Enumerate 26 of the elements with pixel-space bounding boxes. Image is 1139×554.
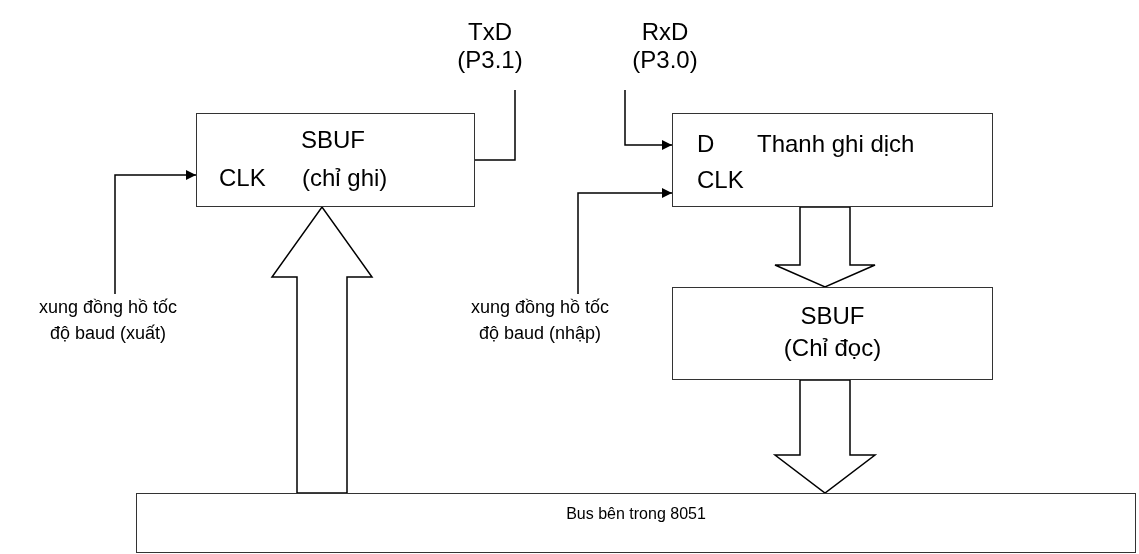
label-text: CLK xyxy=(219,164,266,192)
arrow xyxy=(114,170,197,295)
register-box xyxy=(672,287,993,380)
arrow xyxy=(577,188,673,295)
register-box xyxy=(672,113,993,207)
label-text: (chỉ ghi) xyxy=(302,164,388,192)
label-text: SBUF xyxy=(301,126,365,154)
label-text: (Chỉ đọc) xyxy=(782,333,883,363)
label-text: xung đồng hồ tốc độ baud (nhập) xyxy=(469,296,611,345)
block-arrow xyxy=(270,205,374,494)
label-text: SBUF xyxy=(799,301,866,331)
label-text: RxD xyxy=(640,18,690,46)
label-text: Bus bên trong 8051 xyxy=(565,504,707,524)
label-text: CLK xyxy=(697,166,744,194)
register-box xyxy=(196,113,475,207)
connector-line xyxy=(474,89,516,161)
label-text: D xyxy=(697,130,715,158)
block-arrow xyxy=(772,379,878,494)
label-text: (P3.1) xyxy=(456,46,524,74)
block-arrow xyxy=(774,206,876,288)
register-box xyxy=(136,493,1136,553)
label-text: (P3.0) xyxy=(631,46,699,74)
label-text: TxD xyxy=(467,18,513,46)
arrow xyxy=(624,89,673,150)
label-text: xung đồng hồ tốc độ baud (xuất) xyxy=(37,296,179,345)
label-text: Thanh ghi dịch xyxy=(757,130,915,158)
